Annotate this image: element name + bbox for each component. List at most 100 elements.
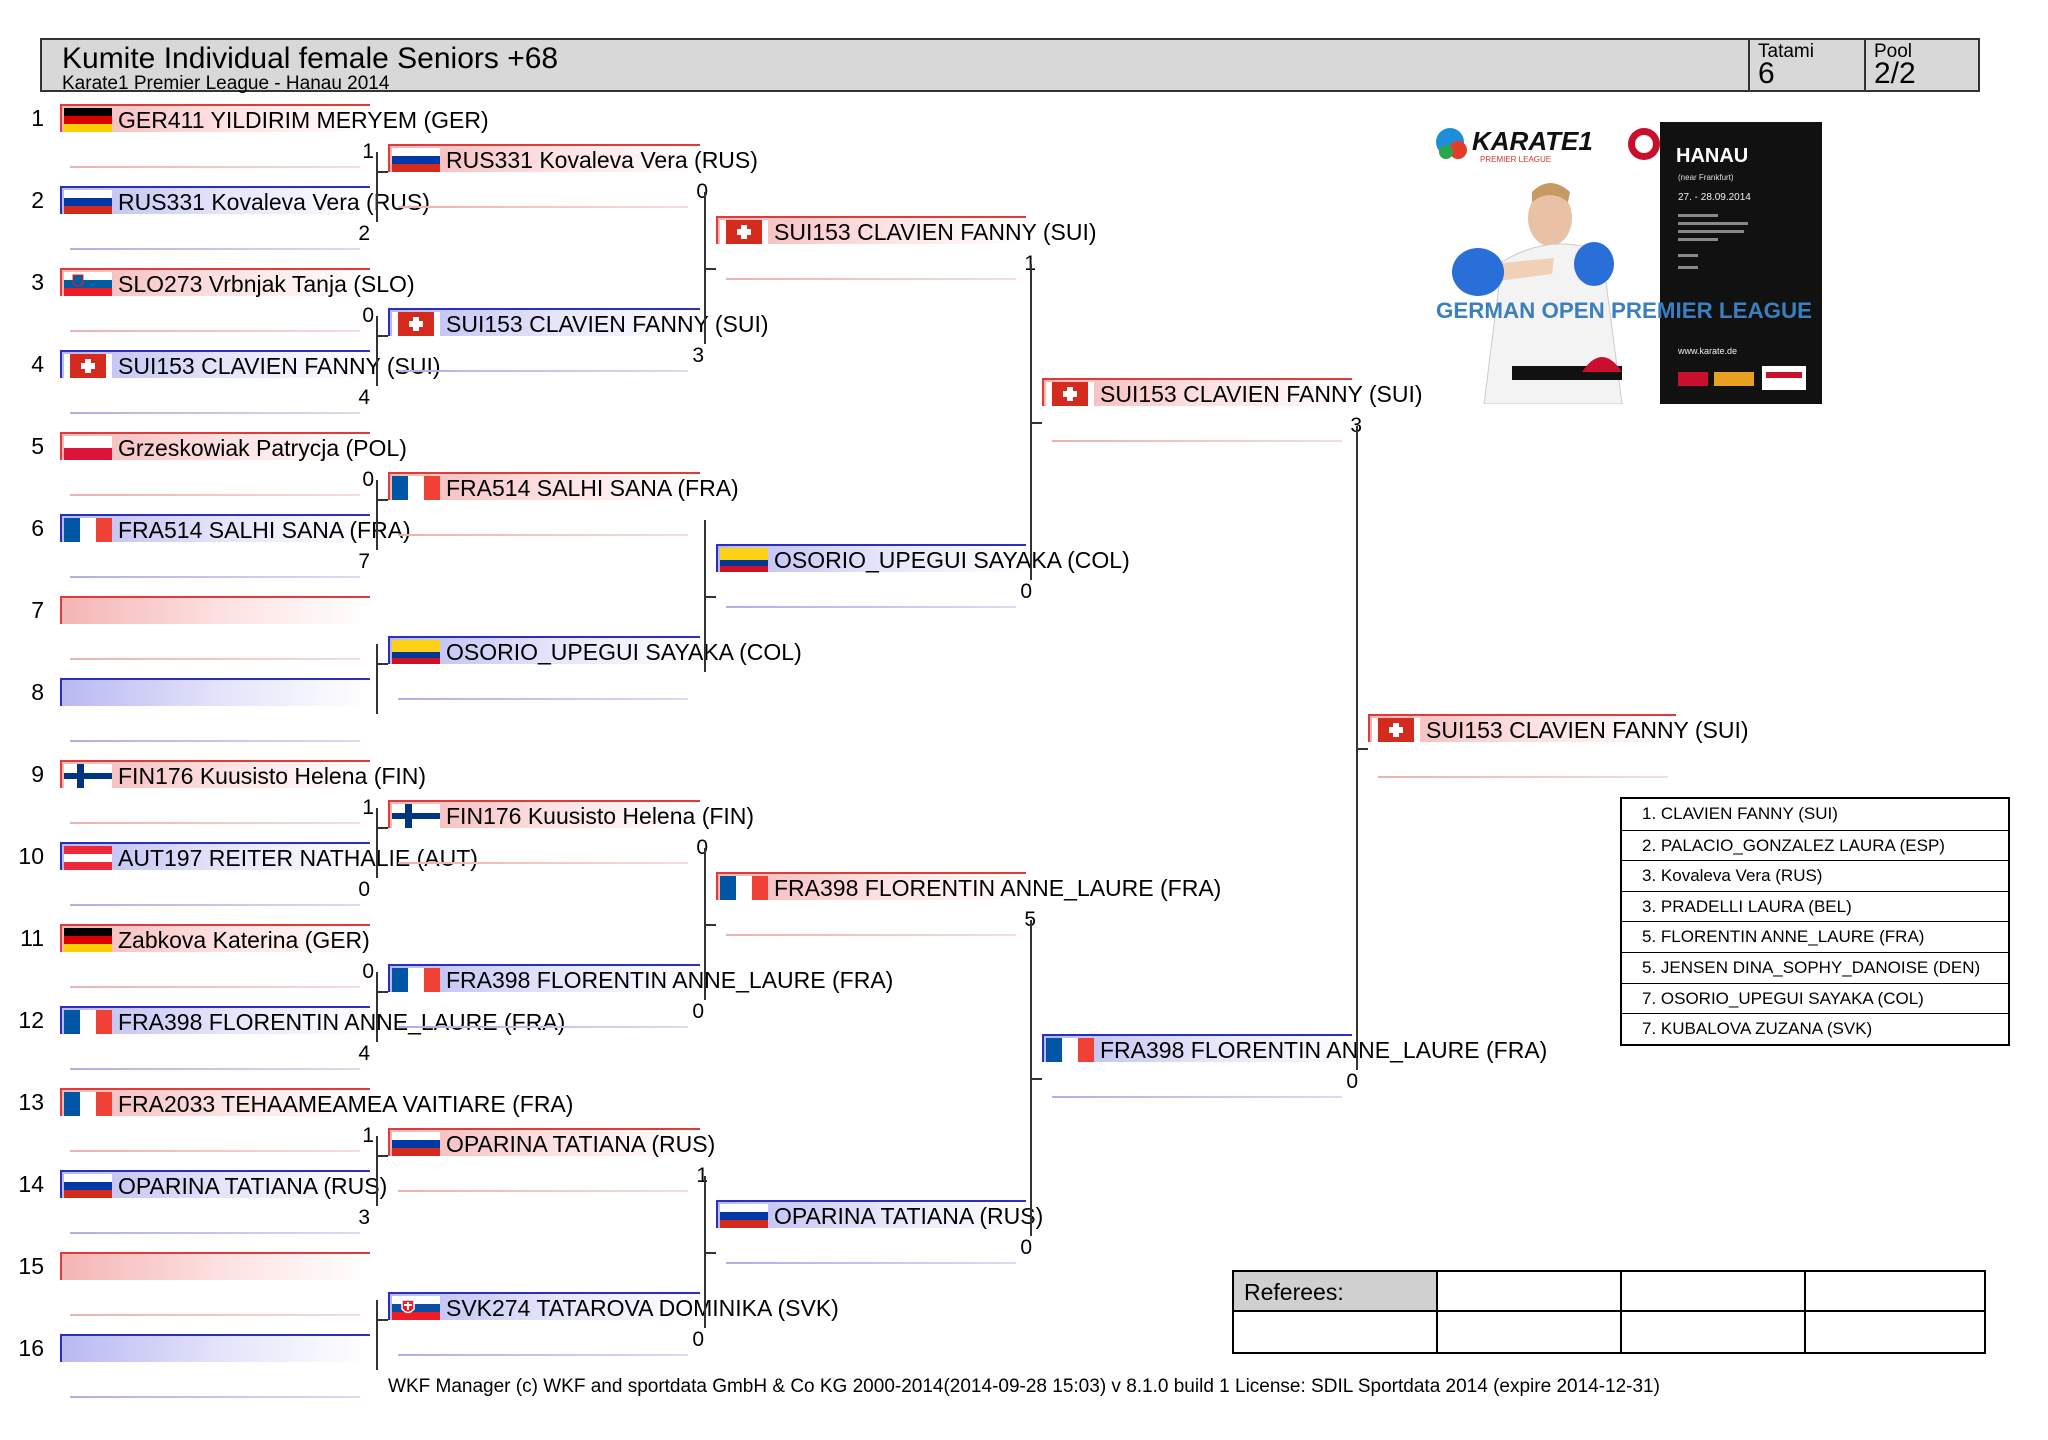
ranking-row: 2. PALACIO_GONZALEZ LAURA (ESP) — [1622, 829, 2008, 861]
competitor-name: OPARINA TATIANA (RUS) — [118, 1173, 388, 1199]
competitor-slot: FRA398 FLORENTIN ANNE_LAURE (FRA) — [1042, 1034, 1547, 1063]
score-underline — [398, 698, 688, 700]
page-title: Kumite Individual female Seniors +68 — [62, 42, 559, 75]
ranking-row: 5. FLORENTIN ANNE_LAURE (FRA) — [1622, 921, 2008, 952]
score-underline — [70, 1232, 360, 1234]
bracket-connector — [376, 316, 378, 386]
seed-number: 7 — [31, 597, 44, 623]
fra-flag-icon — [64, 1010, 112, 1034]
seed-number: 8 — [31, 679, 44, 705]
score-underline — [726, 1262, 1016, 1264]
competitor-name: Zabkova Katerina (GER) — [118, 927, 370, 953]
score-underline — [70, 904, 360, 906]
match-score: 0 — [362, 960, 374, 983]
svg-text:www.karate.de: www.karate.de — [1677, 346, 1737, 356]
bracket-connector — [1030, 422, 1042, 424]
referee-cell — [1622, 1312, 1806, 1352]
seed-number: 16 — [18, 1335, 44, 1361]
competitor-name: FRA514 SALHI SANA (FRA) — [446, 475, 739, 501]
score-underline — [70, 412, 360, 414]
competitor-name: GER411 YILDIRIM MERYEM (GER) — [118, 107, 489, 133]
ranking-row: 3. Kovaleva Vera (RUS) — [1622, 860, 2008, 891]
score-underline — [398, 206, 688, 208]
match-score: 3 — [1338, 414, 1362, 438]
footer-license: WKF Manager (c) WKF and sportdata GmbH &… — [388, 1376, 1660, 1397]
referees-label-cell: Referees: — [1234, 1272, 1438, 1312]
seed-number: 14 — [18, 1171, 44, 1197]
bracket-connector — [376, 644, 378, 714]
match-score: 3 — [358, 1206, 370, 1229]
competitor-slot: OSORIO_UPEGUI SAYAKA (COL) — [716, 544, 1130, 573]
seed-number: 9 — [31, 761, 44, 787]
score-underline — [70, 248, 360, 250]
competitor-slot: RUS331 Kovaleva Vera (RUS) — [60, 186, 430, 215]
match-score: 1 — [362, 796, 374, 819]
competitor-name: Grzeskowiak Patrycja (POL) — [118, 435, 407, 461]
bracket-connector — [704, 1252, 716, 1254]
match-score: 7 — [358, 550, 370, 573]
competitor-name: FRA398 FLORENTIN ANNE_LAURE (FRA) — [118, 1009, 566, 1035]
score-underline — [70, 576, 360, 578]
competitor-slot: FRA398 FLORENTIN ANNE_LAURE (FRA) — [716, 872, 1221, 901]
competitor-slot: SVK274 TATAROVA DOMINIKA (SVK) — [388, 1292, 839, 1321]
referee-cell — [1806, 1312, 1984, 1352]
score-underline — [70, 1314, 360, 1316]
event-subtitle: Karate1 Premier League - Hanau 2014 — [62, 73, 390, 94]
fra-flag-icon — [392, 476, 440, 500]
competitor-slot: OSORIO_UPEGUI SAYAKA (COL) — [388, 636, 802, 665]
match-score: 4 — [358, 1042, 370, 1065]
rus-flag-icon — [64, 190, 112, 214]
seed-number: 11 — [20, 925, 44, 951]
match-score: 5 — [1012, 908, 1036, 932]
seed-number: 12 — [18, 1007, 44, 1033]
seed-number: 1 — [31, 105, 44, 131]
competitor-slot: SUI153 CLAVIEN FANNY (SUI) — [60, 350, 441, 379]
score-underline — [398, 1190, 688, 1192]
competitor-slot: FRA398 FLORENTIN ANNE_LAURE (FRA) — [388, 964, 893, 993]
sui-flag-icon — [1046, 382, 1094, 406]
bracket-connector — [376, 1300, 378, 1370]
match-score: 0 — [696, 180, 708, 203]
competitor-slot: OPARINA TATIANA (RUS) — [60, 1170, 387, 1199]
competitor-name: SLO273 Vrbnjak Tanja (SLO) — [118, 271, 415, 297]
competitor-name: FRA398 FLORENTIN ANNE_LAURE (FRA) — [446, 967, 894, 993]
competitor-name: OPARINA TATIANA (RUS) — [774, 1203, 1044, 1229]
bracket-connector — [376, 152, 378, 222]
competitor-name: FIN176 Kuusisto Helena (FIN) — [446, 803, 755, 829]
slo-flag-icon — [64, 272, 112, 296]
competitor-slot: FRA514 SALHI SANA (FRA) — [60, 514, 411, 543]
fra-flag-icon — [392, 968, 440, 992]
score-underline — [726, 606, 1016, 608]
competitor-slot — [60, 596, 370, 624]
bracket-connector — [704, 924, 716, 926]
match-score: 0 — [1346, 1070, 1358, 1093]
pool-box: Pool 2/2 — [1864, 40, 1978, 90]
seed-number: 4 — [31, 351, 44, 377]
competitor-name: SUI153 CLAVIEN FANNY (SUI) — [774, 219, 1097, 245]
bracket-connector — [376, 972, 378, 1042]
ranking-row: 1. CLAVIEN FANNY (SUI) — [1642, 804, 1838, 823]
score-underline — [70, 330, 360, 332]
referee-cell — [1622, 1272, 1806, 1312]
competitor-name: FRA398 FLORENTIN ANNE_LAURE (FRA) — [1100, 1037, 1548, 1063]
competitor-slot: SUI153 CLAVIEN FANNY (SUI) — [388, 308, 769, 337]
match-score: 0 — [692, 1000, 704, 1023]
bracket-connector — [376, 1136, 378, 1206]
competitor-name: FIN176 Kuusisto Helena (FIN) — [118, 763, 427, 789]
bracket-header: Kumite Individual female Seniors +68 Kar… — [40, 38, 1980, 94]
bracket-connector — [376, 827, 388, 829]
seed-number: 5 — [31, 433, 44, 459]
competitor-slot: FRA2033 TEHAAMEAMEA VAITIARE (FRA) — [60, 1088, 573, 1117]
bracket-connector — [704, 268, 716, 270]
fra-flag-icon — [720, 876, 768, 900]
bracket-connector — [376, 1319, 388, 1321]
col-flag-icon — [392, 640, 440, 664]
tatami-box: Tatami 6 — [1748, 40, 1864, 90]
referee-cell — [1806, 1272, 1984, 1312]
competitor-slot: AUT197 REITER NATHALIE (AUT) — [60, 842, 478, 871]
rus-flag-icon — [392, 148, 440, 172]
sui-flag-icon — [720, 220, 768, 244]
score-underline — [726, 278, 1016, 280]
tatami-label: Tatami — [1758, 41, 1814, 62]
